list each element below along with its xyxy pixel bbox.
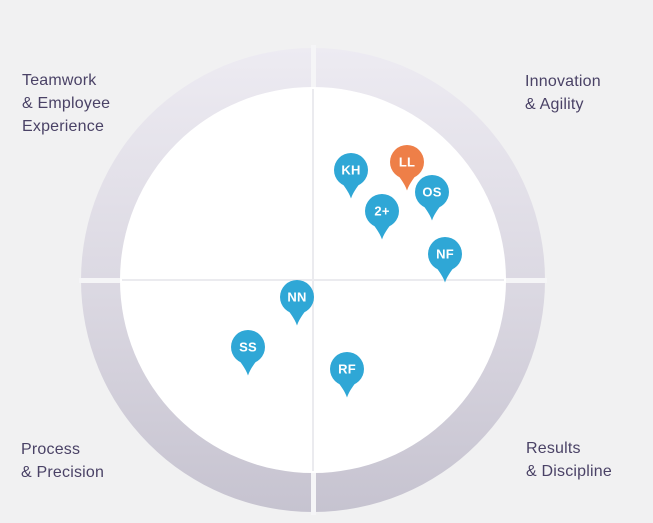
pin-label: SS: [239, 339, 257, 355]
ring-divider-left: [79, 278, 124, 283]
quadrant-label-teamwork-employee-experience: Teamwork & Employee Experience: [22, 69, 110, 138]
quadrant-label-line: & Precision: [21, 464, 105, 481]
pin-marker-icon: [330, 352, 364, 398]
quadrant-label-line: Results: [526, 440, 581, 457]
pin-label: OS: [422, 184, 442, 200]
horizontal-axis-line: [122, 279, 504, 281]
pin-label: LL: [398, 154, 416, 170]
map-pin-OS[interactable]: OS: [415, 175, 449, 221]
map-pin-LL[interactable]: LL: [390, 145, 424, 191]
quadrant-label-line: & Agility: [525, 96, 584, 113]
pin-marker-icon: [231, 330, 265, 376]
pin-label: KH: [341, 162, 361, 178]
quadrant-label-line: Innovation: [525, 73, 601, 90]
quadrant-label-innovation-agility: Innovation & Agility: [525, 70, 601, 116]
pin-marker-icon: [428, 237, 462, 283]
map-pin-SS[interactable]: SS: [231, 330, 265, 376]
pin-label: NF: [436, 246, 454, 262]
ring-divider-bottom: [311, 470, 316, 515]
pin-label: 2+: [374, 203, 390, 219]
quadrant-label-line: & Employee: [22, 95, 111, 112]
quadrant-label-line: & Discipline: [526, 463, 612, 480]
pin-marker-icon: [280, 280, 314, 326]
map-pin-NF[interactable]: NF: [428, 237, 462, 283]
pin-marker-icon: [365, 194, 399, 240]
pin-marker-icon: [390, 145, 424, 191]
quadrant-label-line: Experience: [22, 118, 105, 135]
pin-marker-icon: [415, 175, 449, 221]
ring-divider-right: [502, 278, 547, 283]
quadrant-label-line: Teamwork: [22, 72, 97, 89]
map-pin-RF[interactable]: RF: [330, 352, 364, 398]
quadrant-label-process-precision: Process & Precision: [21, 438, 104, 484]
pin-marker-icon: [334, 153, 368, 199]
pin-label: RF: [338, 361, 356, 377]
map-pin-2+[interactable]: 2+: [365, 194, 399, 240]
quadrant-label-line: Process: [21, 441, 81, 458]
map-pin-NN[interactable]: NN: [280, 280, 314, 326]
pin-label: NN: [287, 289, 307, 305]
quadrant-label-results-discipline: Results & Discipline: [526, 437, 612, 483]
map-pin-KH[interactable]: KH: [334, 153, 368, 199]
ring-divider-top: [311, 45, 316, 90]
